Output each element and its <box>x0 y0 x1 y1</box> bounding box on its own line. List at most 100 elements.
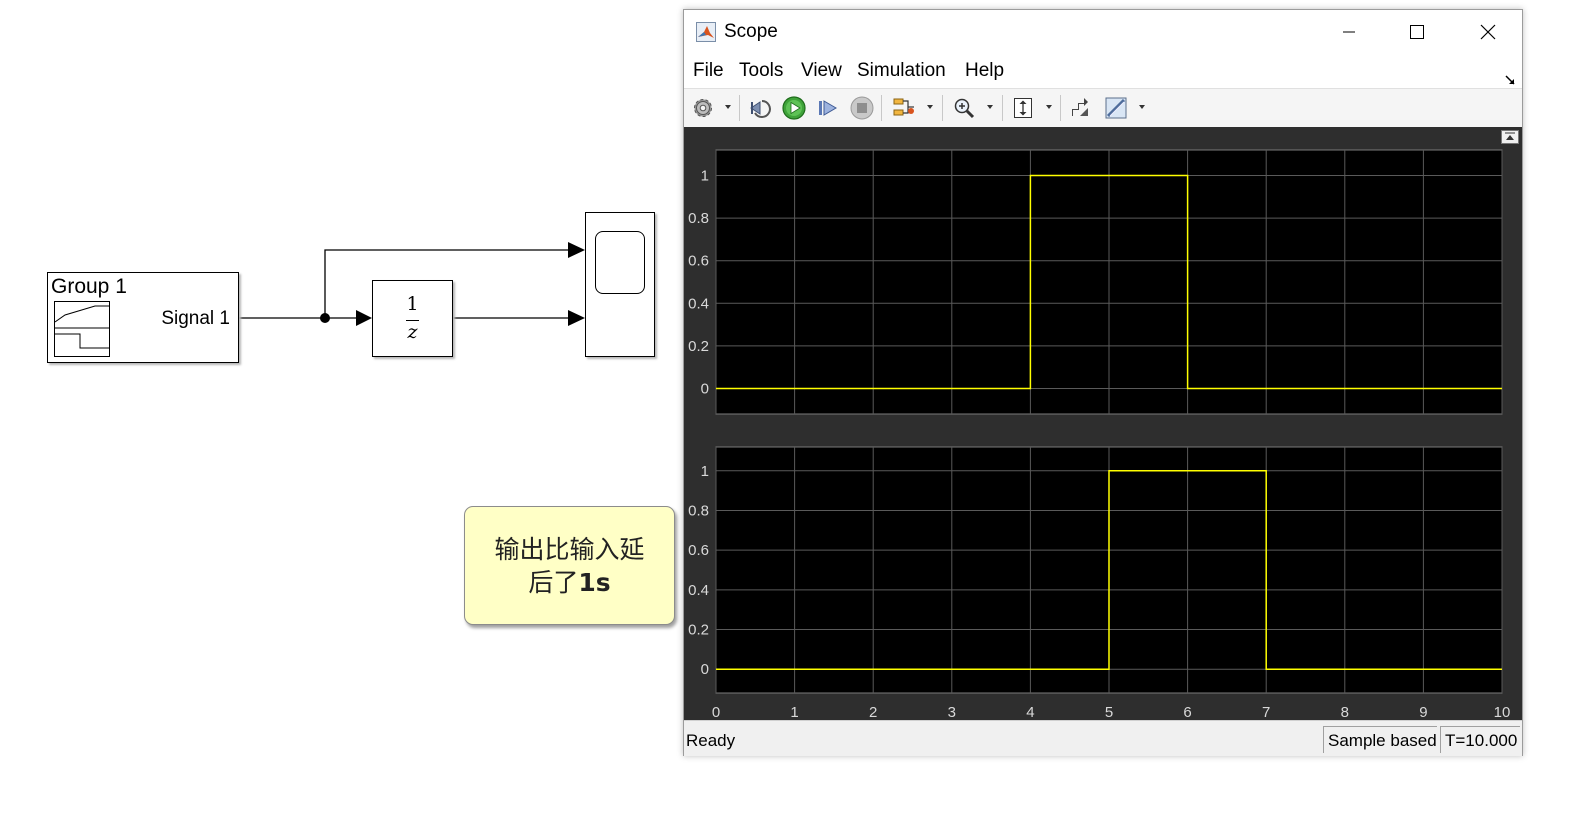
x-tick-label: 4 <box>1026 704 1034 720</box>
y-tick-label: 1 <box>701 168 709 185</box>
menu-view[interactable]: View <box>801 60 842 81</box>
toolbar-separator <box>942 95 943 121</box>
autoscale-icon <box>1014 98 1032 118</box>
x-tick-label: 6 <box>1183 704 1191 720</box>
menu-tools[interactable]: Tools <box>739 60 784 81</box>
toolbar <box>684 88 1522 128</box>
step-forward-button[interactable] <box>814 94 842 122</box>
configuration-button[interactable] <box>689 94 717 122</box>
status-bar: Ready Sample based T=10.000 <box>684 720 1522 756</box>
measurements-dropdown-arrow[interactable] <box>1139 105 1145 109</box>
close-button[interactable] <box>1465 10 1511 54</box>
model-connections <box>239 242 585 326</box>
run-icon <box>782 96 806 120</box>
menu-help[interactable]: Help <box>965 60 1005 81</box>
signal-selector-dropdown-arrow[interactable] <box>927 105 933 109</box>
y-tick-label: 0.2 <box>688 622 709 639</box>
window-title: Scope <box>724 21 778 42</box>
unit-delay-block[interactable]: 1 z <box>372 280 453 357</box>
menu-bar: File Tools View Simulation Help <box>684 54 1522 88</box>
signal-selector-icon <box>893 98 914 116</box>
stop-button[interactable] <box>848 94 876 122</box>
measurements-button[interactable] <box>1102 94 1130 122</box>
step-back-button[interactable] <box>746 94 774 122</box>
signal-builder-output-label: Signal 1 <box>161 308 230 329</box>
signal-selector-button[interactable] <box>890 94 918 122</box>
y-tick-label: 0.6 <box>688 542 709 559</box>
undock-axes-icon[interactable] <box>1501 130 1519 144</box>
menu-simulation[interactable]: Simulation <box>857 60 946 81</box>
autoscale-dropdown-arrow[interactable] <box>1046 105 1052 109</box>
scope-block-screen-icon <box>595 231 645 294</box>
title-bar[interactable]: Scope <box>684 10 1522 54</box>
x-tick-label: 0 <box>712 704 720 720</box>
y-tick-label: 0 <box>701 661 709 678</box>
maximize-icon <box>1410 25 1424 39</box>
toolbar-separator <box>1002 95 1003 121</box>
minimize-icon <box>1343 31 1355 33</box>
annotation-note[interactable]: 输出比输入延 后了1s <box>464 506 675 625</box>
step-back-icon <box>750 100 771 118</box>
signal-builder-group-label: Group 1 <box>51 275 127 298</box>
x-tick-label: 5 <box>1105 704 1113 720</box>
step-forward-icon <box>819 100 837 116</box>
undock-icon[interactable] <box>1504 74 1516 86</box>
run-button[interactable] <box>780 94 808 122</box>
minimize-button[interactable] <box>1326 10 1372 54</box>
y-tick-label: 0.8 <box>688 210 709 227</box>
x-tick-label: 7 <box>1262 704 1270 720</box>
toolbar-separator <box>739 95 740 121</box>
gear-icon <box>694 99 712 117</box>
annotation-text: 输出比输入延 后了1s <box>494 533 644 599</box>
signal-builder-icon <box>54 301 110 357</box>
y-tick-label: 0.4 <box>688 295 709 312</box>
status-ready: Ready <box>686 731 736 750</box>
unit-delay-fraction-bar <box>406 320 419 321</box>
zoom-in-button[interactable] <box>950 94 978 122</box>
status-time: T=10.000 <box>1440 726 1520 753</box>
signal-builder-block[interactable]: Group 1 Signal 1 <box>47 272 239 363</box>
measurements-icon <box>1105 97 1127 119</box>
x-tick-label: 3 <box>948 704 956 720</box>
y-tick-label: 1 <box>701 463 709 480</box>
axes-1-signal-trace <box>716 174 1502 390</box>
toolbar-separator <box>1060 95 1061 121</box>
unit-delay-numerator: 1 <box>406 293 419 315</box>
arrowhead-scope-in1 <box>568 242 585 258</box>
status-sample-mode: Sample based <box>1323 726 1437 753</box>
highlight-block-icon <box>1072 98 1088 116</box>
annotation-line2: 后了1s <box>494 566 644 599</box>
signal-line-branch <box>324 249 568 318</box>
maximize-button[interactable] <box>1394 10 1440 54</box>
y-tick-label: 0.6 <box>688 253 709 270</box>
scope-window: Scope File Tools View Simulation Help <box>683 9 1523 756</box>
unit-delay-denominator: z <box>407 321 418 343</box>
scope-block[interactable] <box>585 212 655 357</box>
menu-file[interactable]: File <box>693 60 724 81</box>
zoom-in-icon <box>954 98 975 119</box>
x-tick-label: 8 <box>1341 704 1349 720</box>
configuration-dropdown-arrow[interactable] <box>725 105 731 109</box>
x-tick-label: 9 <box>1419 704 1427 720</box>
arrowhead-delay <box>356 310 372 326</box>
y-tick-label: 0.2 <box>688 338 709 355</box>
highlight-block-button[interactable] <box>1066 94 1094 122</box>
y-tick-label: 0 <box>701 380 709 397</box>
toolbar-separator <box>881 95 882 121</box>
x-tick-label: 2 <box>869 704 877 720</box>
x-tick-label: 1 <box>790 704 798 720</box>
y-tick-label: 0.8 <box>688 502 709 519</box>
signal-builder-glyph <box>54 305 109 349</box>
annotation-line2-prefix: 后了 <box>528 567 579 597</box>
axes-2-signal-trace <box>716 470 1502 670</box>
stop-icon <box>850 96 874 120</box>
close-icon <box>1480 24 1496 40</box>
x-tick-label: 10 <box>1494 704 1511 720</box>
zoom-dropdown-arrow[interactable] <box>987 105 993 109</box>
annotation-line1: 输出比输入延 <box>494 534 645 564</box>
annotation-line2-bold: 1s <box>578 567 611 597</box>
autoscale-button[interactable] <box>1009 94 1037 122</box>
matlab-logo-icon <box>696 22 716 42</box>
